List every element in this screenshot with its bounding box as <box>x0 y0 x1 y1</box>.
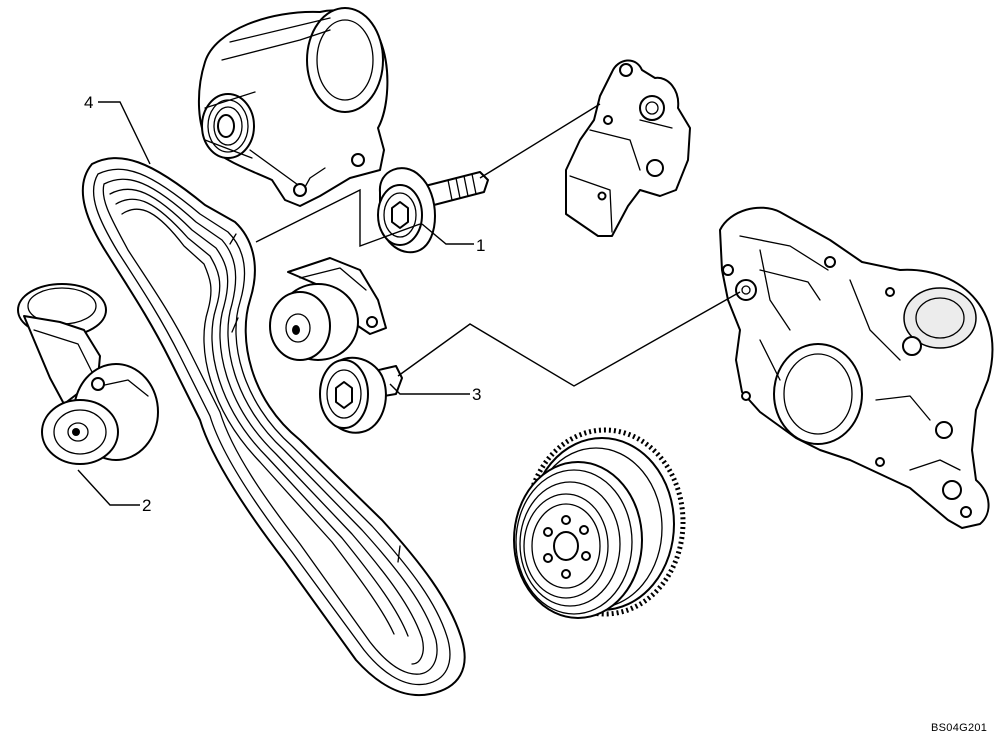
tensioner-bracket <box>565 59 691 237</box>
timing-cover <box>719 206 994 529</box>
leader-lines <box>77 101 741 506</box>
callout-1: 1 <box>476 236 485 255</box>
callout-4: 4 <box>84 93 93 112</box>
idler-pulley-1 <box>377 167 489 254</box>
alternator <box>197 7 389 207</box>
crankshaft-pulley <box>513 427 686 619</box>
poly-v-belt <box>81 157 466 697</box>
callout-2: 2 <box>142 496 151 515</box>
belt-tensioner-2 <box>17 283 159 465</box>
drawing-code: BS04G201 <box>931 722 987 734</box>
callout-3: 3 <box>472 385 481 404</box>
idler-pulley-3 <box>319 356 403 434</box>
idler-pulley-upper <box>269 257 387 361</box>
